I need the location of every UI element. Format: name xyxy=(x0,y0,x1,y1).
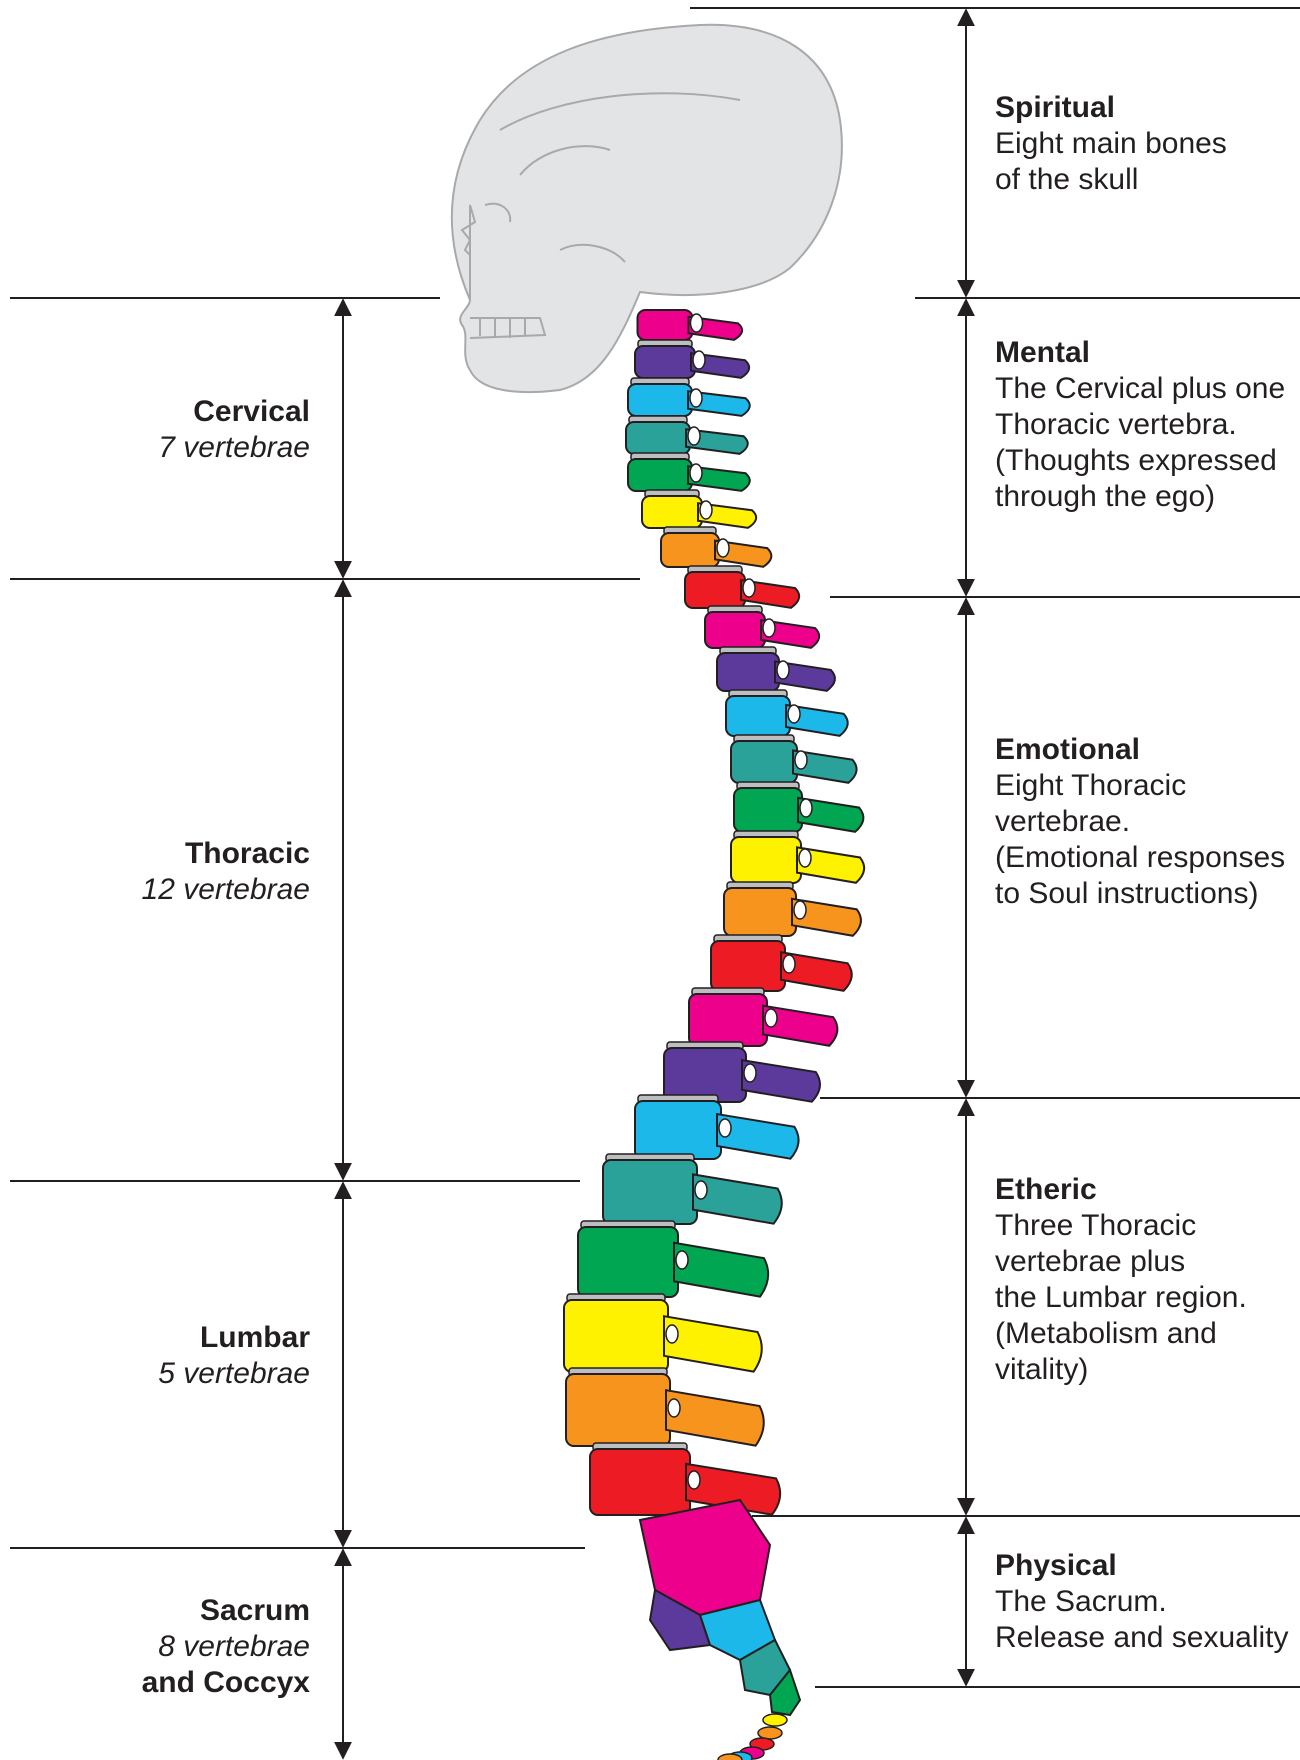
vertebra-body xyxy=(626,422,690,454)
foramen xyxy=(777,661,789,679)
vertebra-body xyxy=(731,837,801,883)
mental-line: Thoracic vertebra. xyxy=(995,407,1285,443)
vertebra-body xyxy=(628,459,692,491)
foramen xyxy=(800,799,812,817)
vertebra-body xyxy=(590,1449,690,1515)
vertebra-body xyxy=(635,1101,721,1159)
mental-line: (Thoughts expressed xyxy=(995,443,1285,479)
foramen xyxy=(693,351,705,369)
label-thoracic: Thoracic 12 vertebrae xyxy=(142,836,310,908)
label-emotional: Emotional Eight Thoracic vertebrae. (Emo… xyxy=(995,732,1285,912)
label-etheric: Etheric Three Thoracic vertebrae plus th… xyxy=(995,1172,1247,1388)
spiritual-title: Spiritual xyxy=(995,90,1227,126)
vertebra-body xyxy=(635,346,695,378)
etheric-line: (Metabolism and xyxy=(995,1316,1247,1352)
etheric-line: vertebrae plus xyxy=(995,1244,1247,1280)
vertebra-body xyxy=(578,1227,678,1297)
foramen xyxy=(691,314,703,332)
sacrum-count: 8 vertebrae xyxy=(142,1629,310,1665)
vertebra-body xyxy=(661,533,719,567)
foramen xyxy=(743,579,755,597)
physical-line: The Sacrum. xyxy=(995,1584,1289,1620)
foramen xyxy=(783,955,795,973)
mental-line: through the ego) xyxy=(995,479,1285,515)
foramen xyxy=(788,705,800,723)
coccyx-segment xyxy=(763,1714,787,1726)
label-spiritual: Spiritual Eight main bones of the skull xyxy=(995,90,1227,198)
vertebra-body xyxy=(642,496,702,528)
foramen xyxy=(744,1064,756,1082)
coccyx-segment xyxy=(758,1727,782,1739)
spinous-process xyxy=(666,1390,764,1445)
vertebra-body xyxy=(566,1374,670,1446)
label-mental: Mental The Cervical plus one Thoracic ve… xyxy=(995,335,1285,515)
emotional-line: to Soul instructions) xyxy=(995,876,1285,912)
vertebra-body xyxy=(638,310,693,340)
foramen xyxy=(676,1251,688,1269)
vertebra-body xyxy=(564,1300,668,1372)
spinous-process xyxy=(693,1174,782,1223)
foramen xyxy=(799,849,811,867)
vertebra-body xyxy=(726,696,790,736)
foramen xyxy=(700,501,712,519)
foramen xyxy=(690,464,702,482)
cervical-title: Cervical xyxy=(158,394,310,430)
spinous-process xyxy=(664,1316,762,1371)
foramen xyxy=(688,427,700,445)
emotional-line: Eight Thoracic xyxy=(995,768,1285,804)
vertebra-body xyxy=(685,572,745,608)
vertebra-body xyxy=(664,1048,746,1102)
thoracic-count: 12 vertebrae xyxy=(142,872,310,908)
lumbar-count: 5 vertebrae xyxy=(158,1356,310,1392)
vertebra-body xyxy=(734,788,802,832)
etheric-line: the Lumbar region. xyxy=(995,1280,1247,1316)
foramen xyxy=(688,1471,700,1489)
physical-line: Release and sexuality xyxy=(995,1620,1289,1656)
foramen xyxy=(666,1325,678,1343)
vertebra-body xyxy=(603,1160,697,1224)
emotional-line: vertebrae. xyxy=(995,804,1285,840)
foramen xyxy=(794,901,806,919)
foramen xyxy=(717,539,729,557)
etheric-line: vitality) xyxy=(995,1352,1247,1388)
foramen xyxy=(763,619,775,637)
foramen xyxy=(719,1119,731,1137)
spiritual-line: Eight main bones xyxy=(995,126,1227,162)
vertebra-body xyxy=(705,612,765,648)
emotional-line: (Emotional responses xyxy=(995,840,1285,876)
cervical-count: 7 vertebrae xyxy=(158,430,310,466)
foramen xyxy=(695,1181,707,1199)
spinal-column xyxy=(564,310,864,1760)
spiritual-line: of the skull xyxy=(995,162,1227,198)
thoracic-title: Thoracic xyxy=(142,836,310,872)
lumbar-title: Lumbar xyxy=(158,1320,310,1356)
etheric-title: Etheric xyxy=(995,1172,1247,1208)
physical-title: Physical xyxy=(995,1548,1289,1584)
vertebra-body xyxy=(689,994,767,1046)
vertebra-body xyxy=(724,888,796,936)
spinous-process xyxy=(674,1243,768,1297)
vertebra-body xyxy=(628,384,692,416)
foramen xyxy=(668,1399,680,1417)
mental-line: The Cervical plus one xyxy=(995,371,1285,407)
vertebra-body xyxy=(711,941,785,991)
coccyx-segment xyxy=(718,1754,742,1760)
foramen xyxy=(765,1009,777,1027)
foramen xyxy=(690,389,702,407)
vertebra-body xyxy=(731,741,797,783)
vertebra-body xyxy=(717,653,779,691)
coccyx-title: and Coccyx xyxy=(142,1665,310,1701)
mental-title: Mental xyxy=(995,335,1285,371)
foramen xyxy=(795,751,807,769)
etheric-line: Three Thoracic xyxy=(995,1208,1247,1244)
label-lumbar: Lumbar 5 vertebrae xyxy=(158,1320,310,1392)
sacrum-title: Sacrum xyxy=(142,1593,310,1629)
label-cervical: Cervical 7 vertebrae xyxy=(158,394,310,466)
emotional-title: Emotional xyxy=(995,732,1285,768)
label-sacrum: Sacrum 8 vertebrae and Coccyx xyxy=(142,1593,310,1701)
label-physical: Physical The Sacrum. Release and sexuali… xyxy=(995,1548,1289,1656)
